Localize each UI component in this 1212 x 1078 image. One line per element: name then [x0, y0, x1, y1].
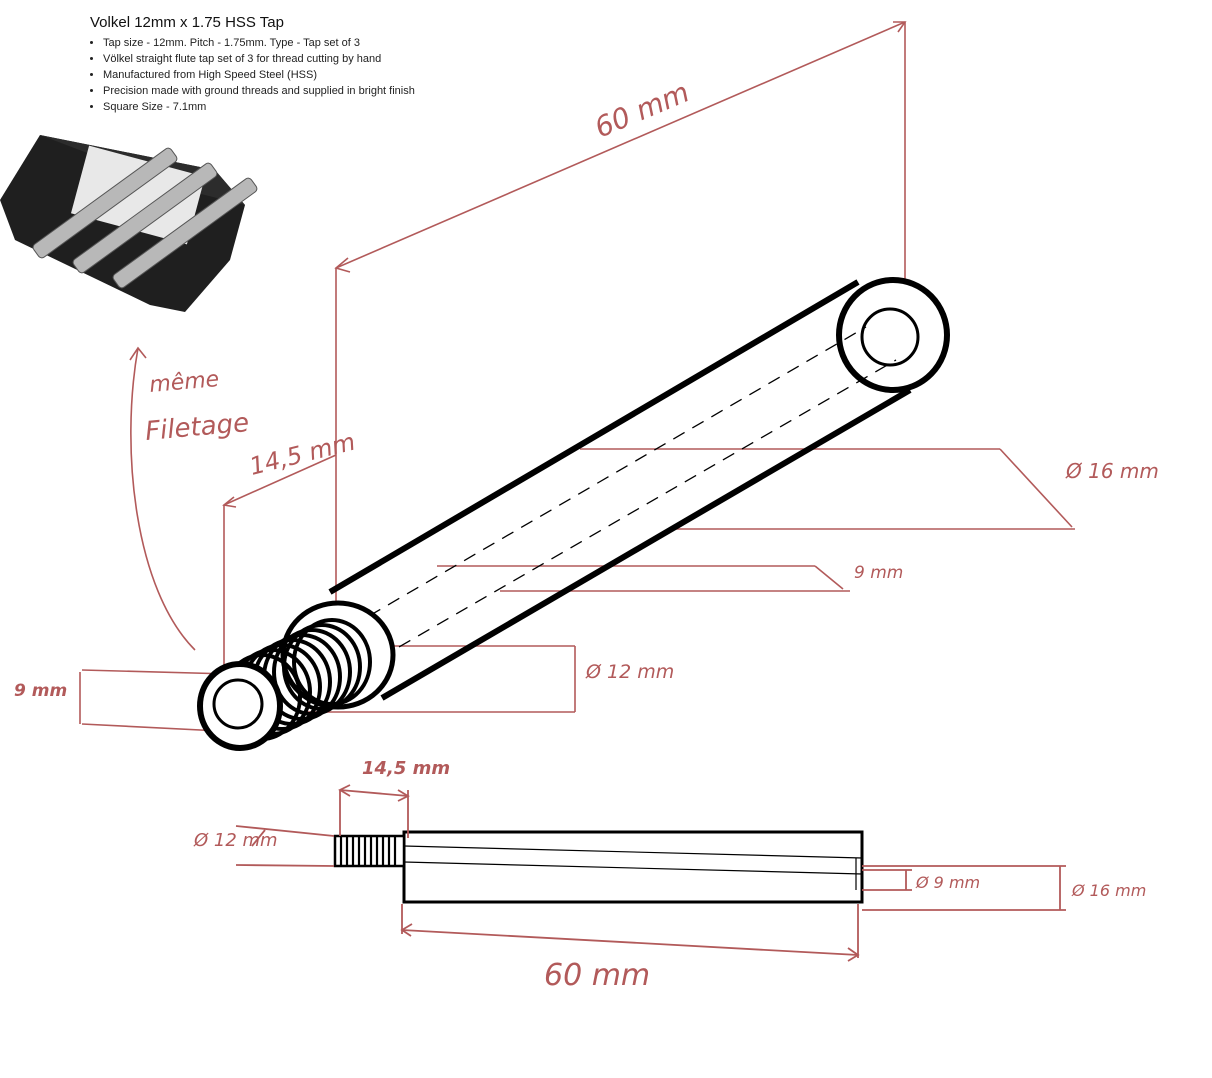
tap-set-photo: [0, 135, 258, 312]
product-feature-list: Tap size - 12mm. Pitch - 1.75mm. Type - …: [90, 35, 510, 115]
side-part: [333, 830, 864, 904]
inner-bore-label-iso: 9 mm: [854, 563, 903, 583]
feature-item: Tap size - 12mm. Pitch - 1.75mm. Type - …: [103, 35, 510, 51]
feature-item: Precision made with ground threads and s…: [103, 83, 510, 99]
thread-length-label-side: 14,5 mm: [362, 758, 450, 779]
feature-item: Square Size - 7.1mm: [103, 99, 510, 115]
length-label-iso: 60 mm: [590, 75, 694, 144]
thread-note-line1: même: [148, 367, 220, 398]
iso-dimension-lines: [79, 21, 1075, 733]
thread-diameter-label-iso: Ø 12 mm: [585, 661, 674, 683]
thread-diameter-label-side: Ø 12 mm: [193, 830, 278, 851]
bore-end-label: 9 mm: [14, 681, 67, 701]
product-info: Volkel 12mm x 1.75 HSS Tap Tap size - 12…: [90, 14, 510, 115]
outer-diameter-label: Ø 16 mm: [1065, 459, 1159, 483]
feature-item: Manufactured from High Speed Steel (HSS): [103, 67, 510, 83]
side-dimension-lines: [235, 784, 1066, 962]
thread-note-line2: Filetage: [144, 408, 250, 447]
thread-length-label-iso: 14,5 mm: [247, 428, 358, 481]
product-title: Volkel 12mm x 1.75 HSS Tap: [90, 14, 284, 31]
bore-label-side: Ø 9 mm: [915, 873, 980, 892]
iso-part: [197, 277, 950, 751]
feature-item: Völkel straight flute tap set of 3 for t…: [103, 51, 510, 67]
outer-label-side: Ø 16 mm: [1071, 881, 1146, 900]
length-label-side: 60 mm: [544, 958, 650, 993]
